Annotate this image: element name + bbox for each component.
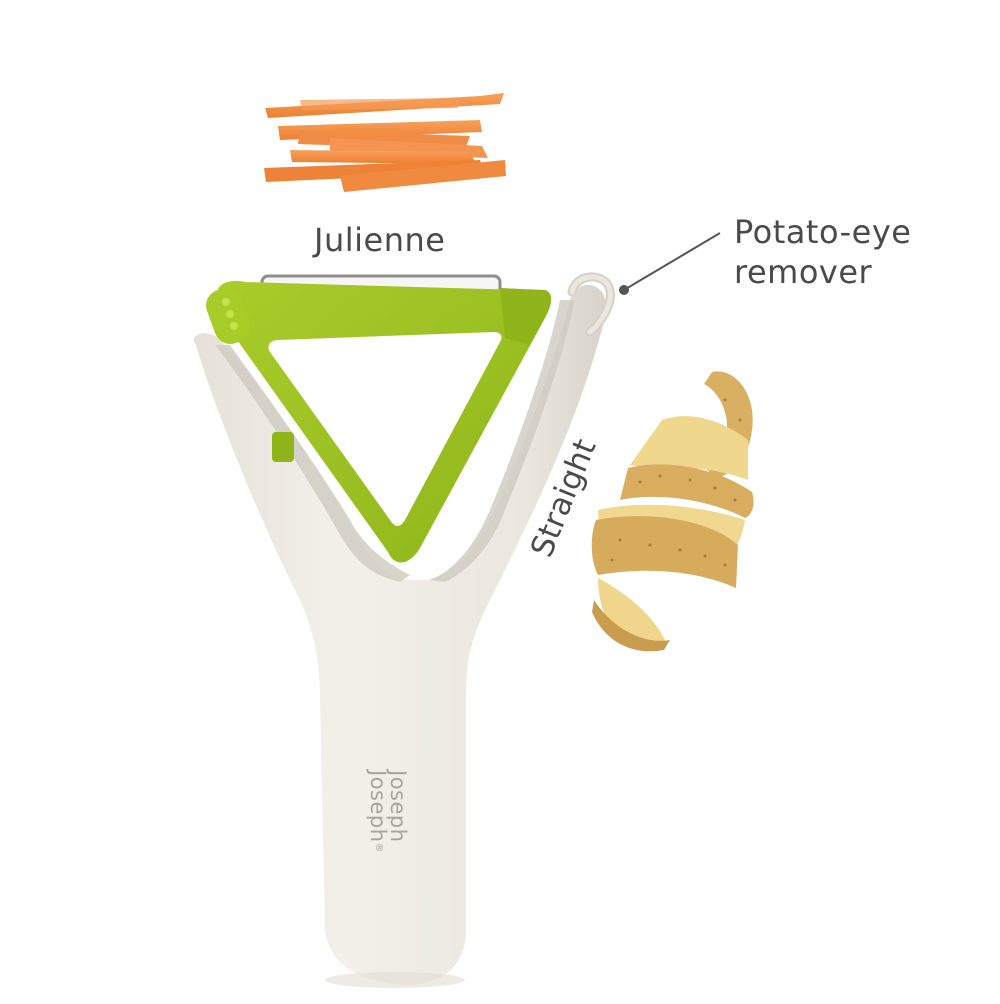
brand-line2: Joseph® — [366, 770, 390, 854]
potato-eye-remover-label: Potato-eye remover — [734, 212, 911, 292]
brand-line1: Joseph — [386, 770, 410, 843]
green-blade-frame — [206, 280, 552, 563]
potato-eye-label-line2: remover — [734, 253, 873, 291]
registered-mark: ® — [373, 842, 384, 854]
potato-eye-label-line1: Potato-eye — [734, 213, 912, 251]
brand-logo: Joseph Joseph® — [366, 770, 410, 854]
potato-peel-image — [591, 371, 754, 652]
callout-line — [623, 232, 721, 291]
peeler-handle — [193, 272, 615, 988]
callout-dot — [619, 285, 629, 295]
brand-line2-text: Joseph — [366, 770, 390, 843]
julienne-label: Julienne — [314, 221, 446, 259]
carrot-sticks-image — [264, 93, 506, 192]
